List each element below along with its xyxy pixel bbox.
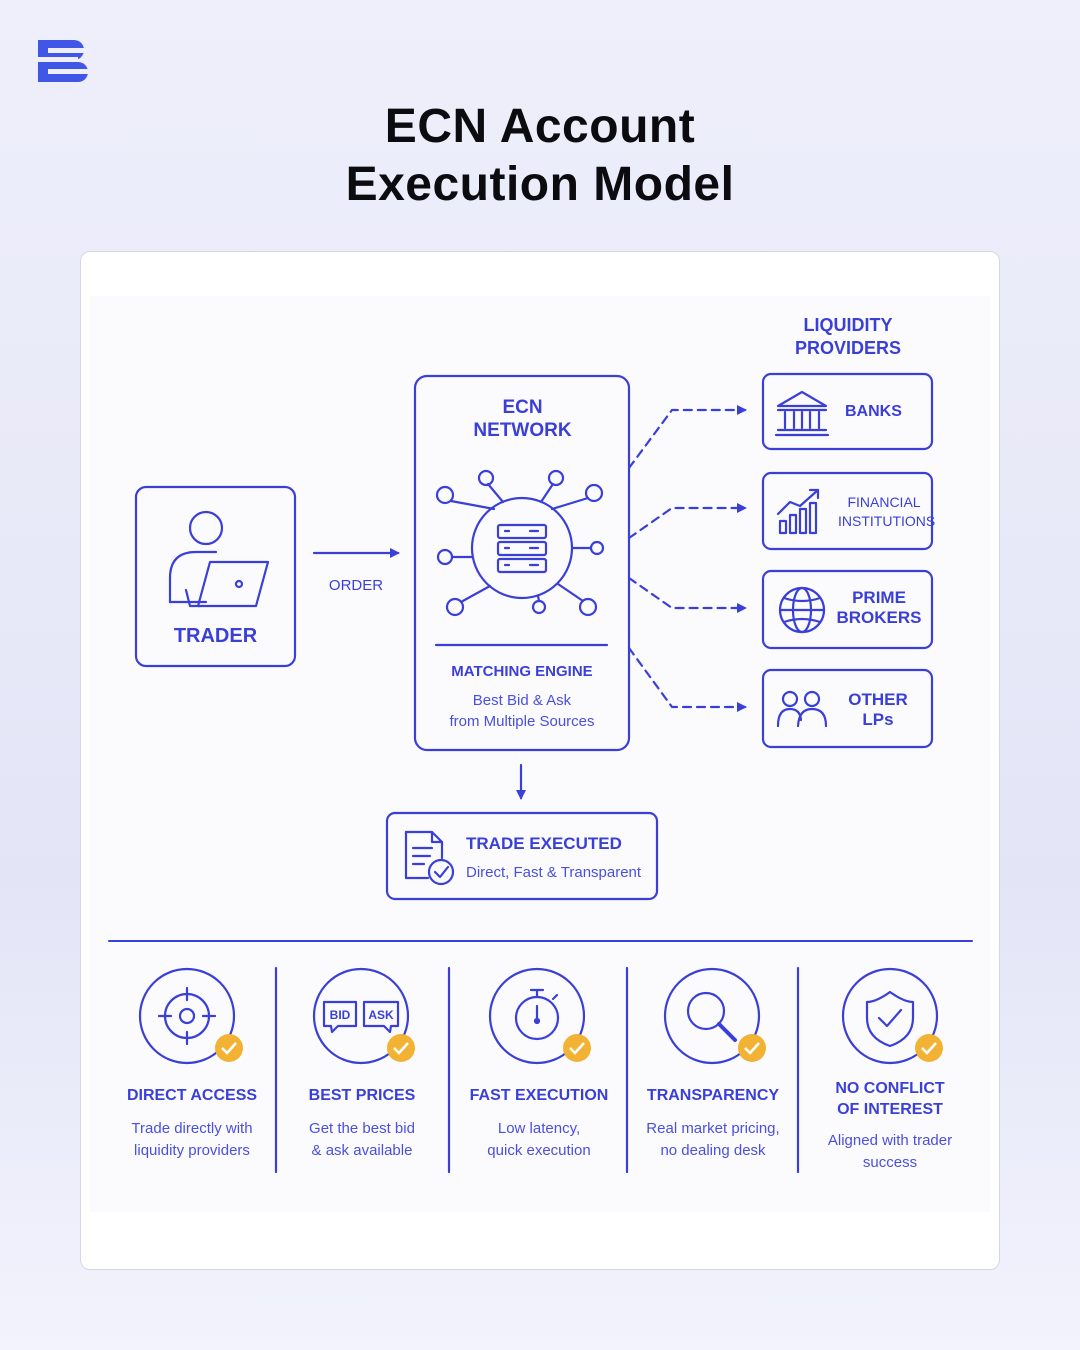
server-network-icon [435,469,605,617]
bid-badge-text: BID [330,1008,351,1022]
feature-desc-line-2: no dealing desk [660,1142,766,1159]
liquidity-title-line-1: LIQUIDITY [803,315,893,335]
liquidity-title-line-2: PROVIDERS [794,338,902,358]
check-badge-icon [738,1034,766,1062]
lp-other-line-2: LPs [862,710,894,729]
lp-financial-label: FINANCIAL INSTITUTIONS [838,493,936,531]
lp-financial-line-2: INSTITUTIONS [838,513,936,529]
ecn-title-line-1: ECN [502,397,543,418]
lp-box-financial [761,471,934,551]
lp-prime-line-1: PRIME [852,588,906,607]
trade-executed-title: TRADE EXECUTED [466,834,622,853]
feature-transparency: TRANSPARENCY Real market pricing, no dea… [635,1085,791,1162]
feature-title-line-1: NO CONFLICT [835,1080,945,1097]
feature-desc-line-1: Aligned with trader [827,1132,953,1149]
check-badges [215,1034,943,1062]
shield-check-icon [865,990,915,1048]
feature-title: BEST PRICES [308,1087,416,1104]
lp-other-line-1: OTHER [848,690,908,709]
trade-executed-box [385,811,659,901]
check-badge-icon [563,1034,591,1062]
lp-other-label: OTHER LPs [840,690,916,730]
feature-desc-line-1: Real market pricing, [646,1120,780,1137]
check-badge-icon [215,1034,243,1062]
trader-box [134,485,297,668]
feature-title: DIRECT ACCESS [126,1087,258,1104]
feature-desc-line-2: liquidity providers [134,1142,250,1159]
feature-desc-line-1: Get the best bid [309,1120,415,1137]
check-badge-icon [915,1034,943,1062]
page-title: ECN Account Execution Model [0,98,1080,214]
feature-desc-line-2: quick execution [487,1142,591,1159]
feature-desc-line-2: success [862,1154,918,1171]
feature-desc-line-2: & ask available [311,1142,413,1159]
users-icon [776,690,828,728]
feature-fast-execution: FAST EXECUTION Low latency, quick execut… [458,1085,620,1162]
trade-executed-subtitle: Direct, Fast & Transparent [466,864,642,881]
lp-banks-line-1: BANKS [845,403,902,420]
check-badge-icon [387,1034,415,1062]
ask-badge-text: ASK [368,1008,394,1022]
bank-icon [774,390,830,437]
lp-banks-label: BANKS [845,402,927,422]
magnifier-icon [686,991,737,1042]
engine-desc-line-1: Best Bid & Ask [472,692,572,709]
person-laptop-icon [168,510,270,608]
lp-box-other [761,668,934,749]
order-label: ORDER [328,577,384,594]
document-check-icon [404,830,455,886]
feature-direct-access: DIRECT ACCESS Trade directly with liquid… [115,1085,269,1162]
lp-box-prime [761,569,934,650]
ecn-network-title: ECN NETWORK [430,396,615,442]
liquidity-providers-title: LIQUIDITY PROVIDERS [778,314,918,360]
lp-prime-line-2: BROKERS [836,608,922,627]
lp-prime-label: PRIME BROKERS [836,588,922,628]
lp-financial-line-1: FINANCIAL [847,494,921,510]
globe-icon [778,586,826,634]
engine-desc-line-2: from Multiple Sources [449,713,595,730]
feature-no-conflict: NO CONFLICT OF INTEREST Aligned with tra… [808,1078,972,1174]
lp-connectors [627,405,747,712]
ecn-network-box [413,374,631,752]
feature-best-prices: BEST PRICES Get the best bid & ask avail… [285,1085,439,1162]
feature-desc-line-1: Low latency, [497,1120,581,1137]
trader-label: TRADER [173,625,258,647]
matching-engine-desc: Best Bid & Ask from Multiple Sources [425,690,619,732]
lp-box-banks [761,372,934,451]
growth-chart-icon [776,488,820,535]
feature-title: TRANSPARENCY [646,1087,780,1104]
title-line-1: ECN Account [384,100,696,153]
feature-title: FAST EXECUTION [469,1087,609,1104]
feature-title-line-2: OF INTEREST [837,1101,943,1118]
bid-ask-icon [322,1000,400,1034]
title-line-2: Execution Model [345,158,735,211]
brand-logo [38,40,92,82]
matching-engine-label: MATCHING ENGINE [451,663,593,680]
feature-desc-line-1: Trade directly with [131,1120,253,1137]
stopwatch-icon [514,988,560,1041]
target-icon [157,986,217,1046]
ecn-title-line-2: NETWORK [473,420,572,441]
